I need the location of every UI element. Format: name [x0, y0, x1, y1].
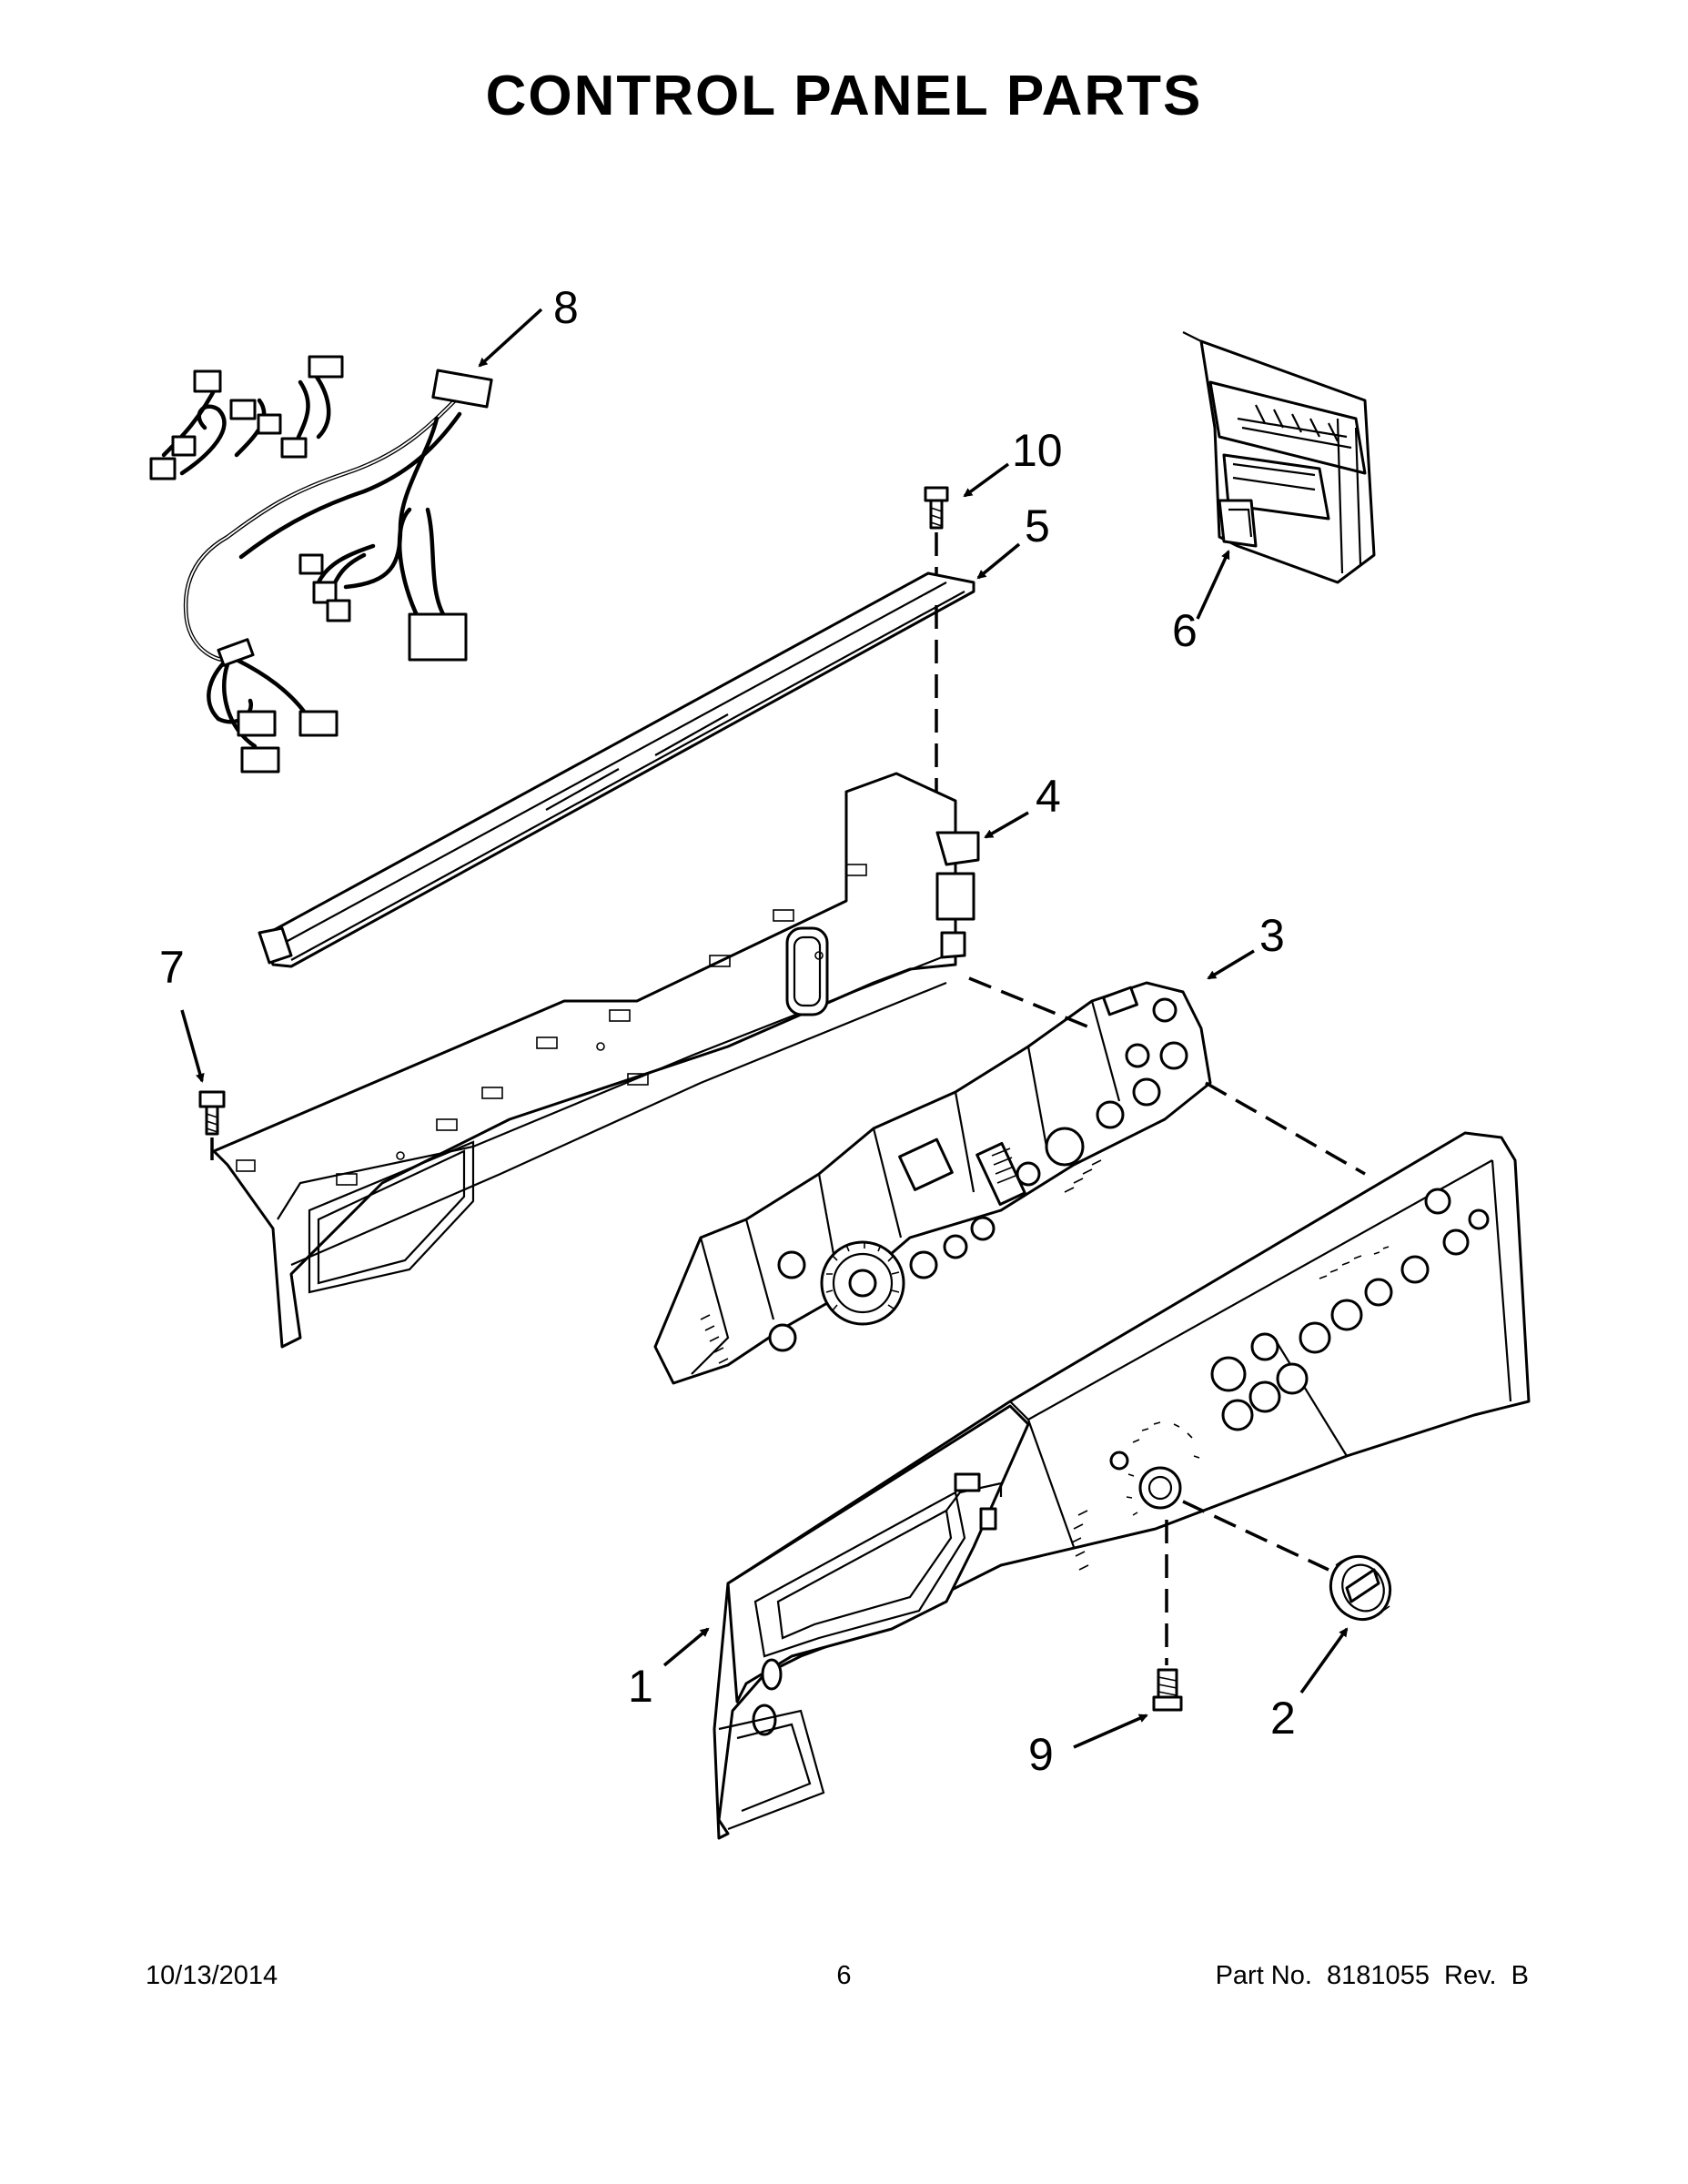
- callout-numbers: 8 10 5 6 4 3 7 1 2 9: [159, 282, 1296, 1780]
- callout-8: 8: [553, 282, 579, 333]
- leader-6: [1196, 550, 1230, 620]
- assembly-line-4-3: [968, 976, 1093, 1030]
- leader-3: [1207, 949, 1255, 980]
- callout-4: 4: [1036, 771, 1061, 822]
- callout-2: 2: [1270, 1693, 1296, 1744]
- callout-9: 9: [1028, 1729, 1054, 1780]
- page-title: CONTROL PANEL PARTS: [485, 65, 1203, 127]
- screw-part-9: [1152, 1668, 1183, 1712]
- callout-3: 3: [1259, 910, 1285, 961]
- leader-2: [1299, 1627, 1349, 1694]
- console-chassis-part-4: [212, 772, 980, 1349]
- callout-leaders: [180, 308, 1349, 1749]
- screw-part-7: [198, 1090, 226, 1136]
- callout-10: 10: [1012, 425, 1063, 476]
- control-module-part-6: [1182, 331, 1376, 584]
- ui-board-part-3: [653, 981, 1212, 1385]
- callout-6: 6: [1172, 605, 1198, 656]
- knob-part-2: [1329, 1555, 1392, 1621]
- leader-1: [662, 1627, 710, 1667]
- callout-5: 5: [1025, 500, 1050, 551]
- leader-8: [478, 308, 543, 368]
- screw-part-10: [924, 486, 949, 530]
- leader-9: [1073, 1714, 1148, 1749]
- footer-date: 10/13/2014: [146, 1961, 278, 1990]
- leader-7: [180, 1009, 205, 1083]
- callout-7: 7: [159, 942, 185, 993]
- console-panel-part-1: [713, 1131, 1531, 1840]
- footer-part-number: Part No. 8181055 Rev. B: [1215, 1961, 1529, 1990]
- callout-1: 1: [628, 1661, 653, 1712]
- rail-bracket-part-5: [258, 571, 975, 968]
- leader-5: [976, 542, 1021, 580]
- footer-page-number: 6: [836, 1961, 852, 1990]
- leader-4: [984, 811, 1029, 839]
- assembly-line-3-1: [1205, 1081, 1366, 1176]
- wire-harness: [149, 355, 493, 774]
- assembly-line-knob: [1182, 1500, 1329, 1572]
- leader-10: [963, 462, 1010, 498]
